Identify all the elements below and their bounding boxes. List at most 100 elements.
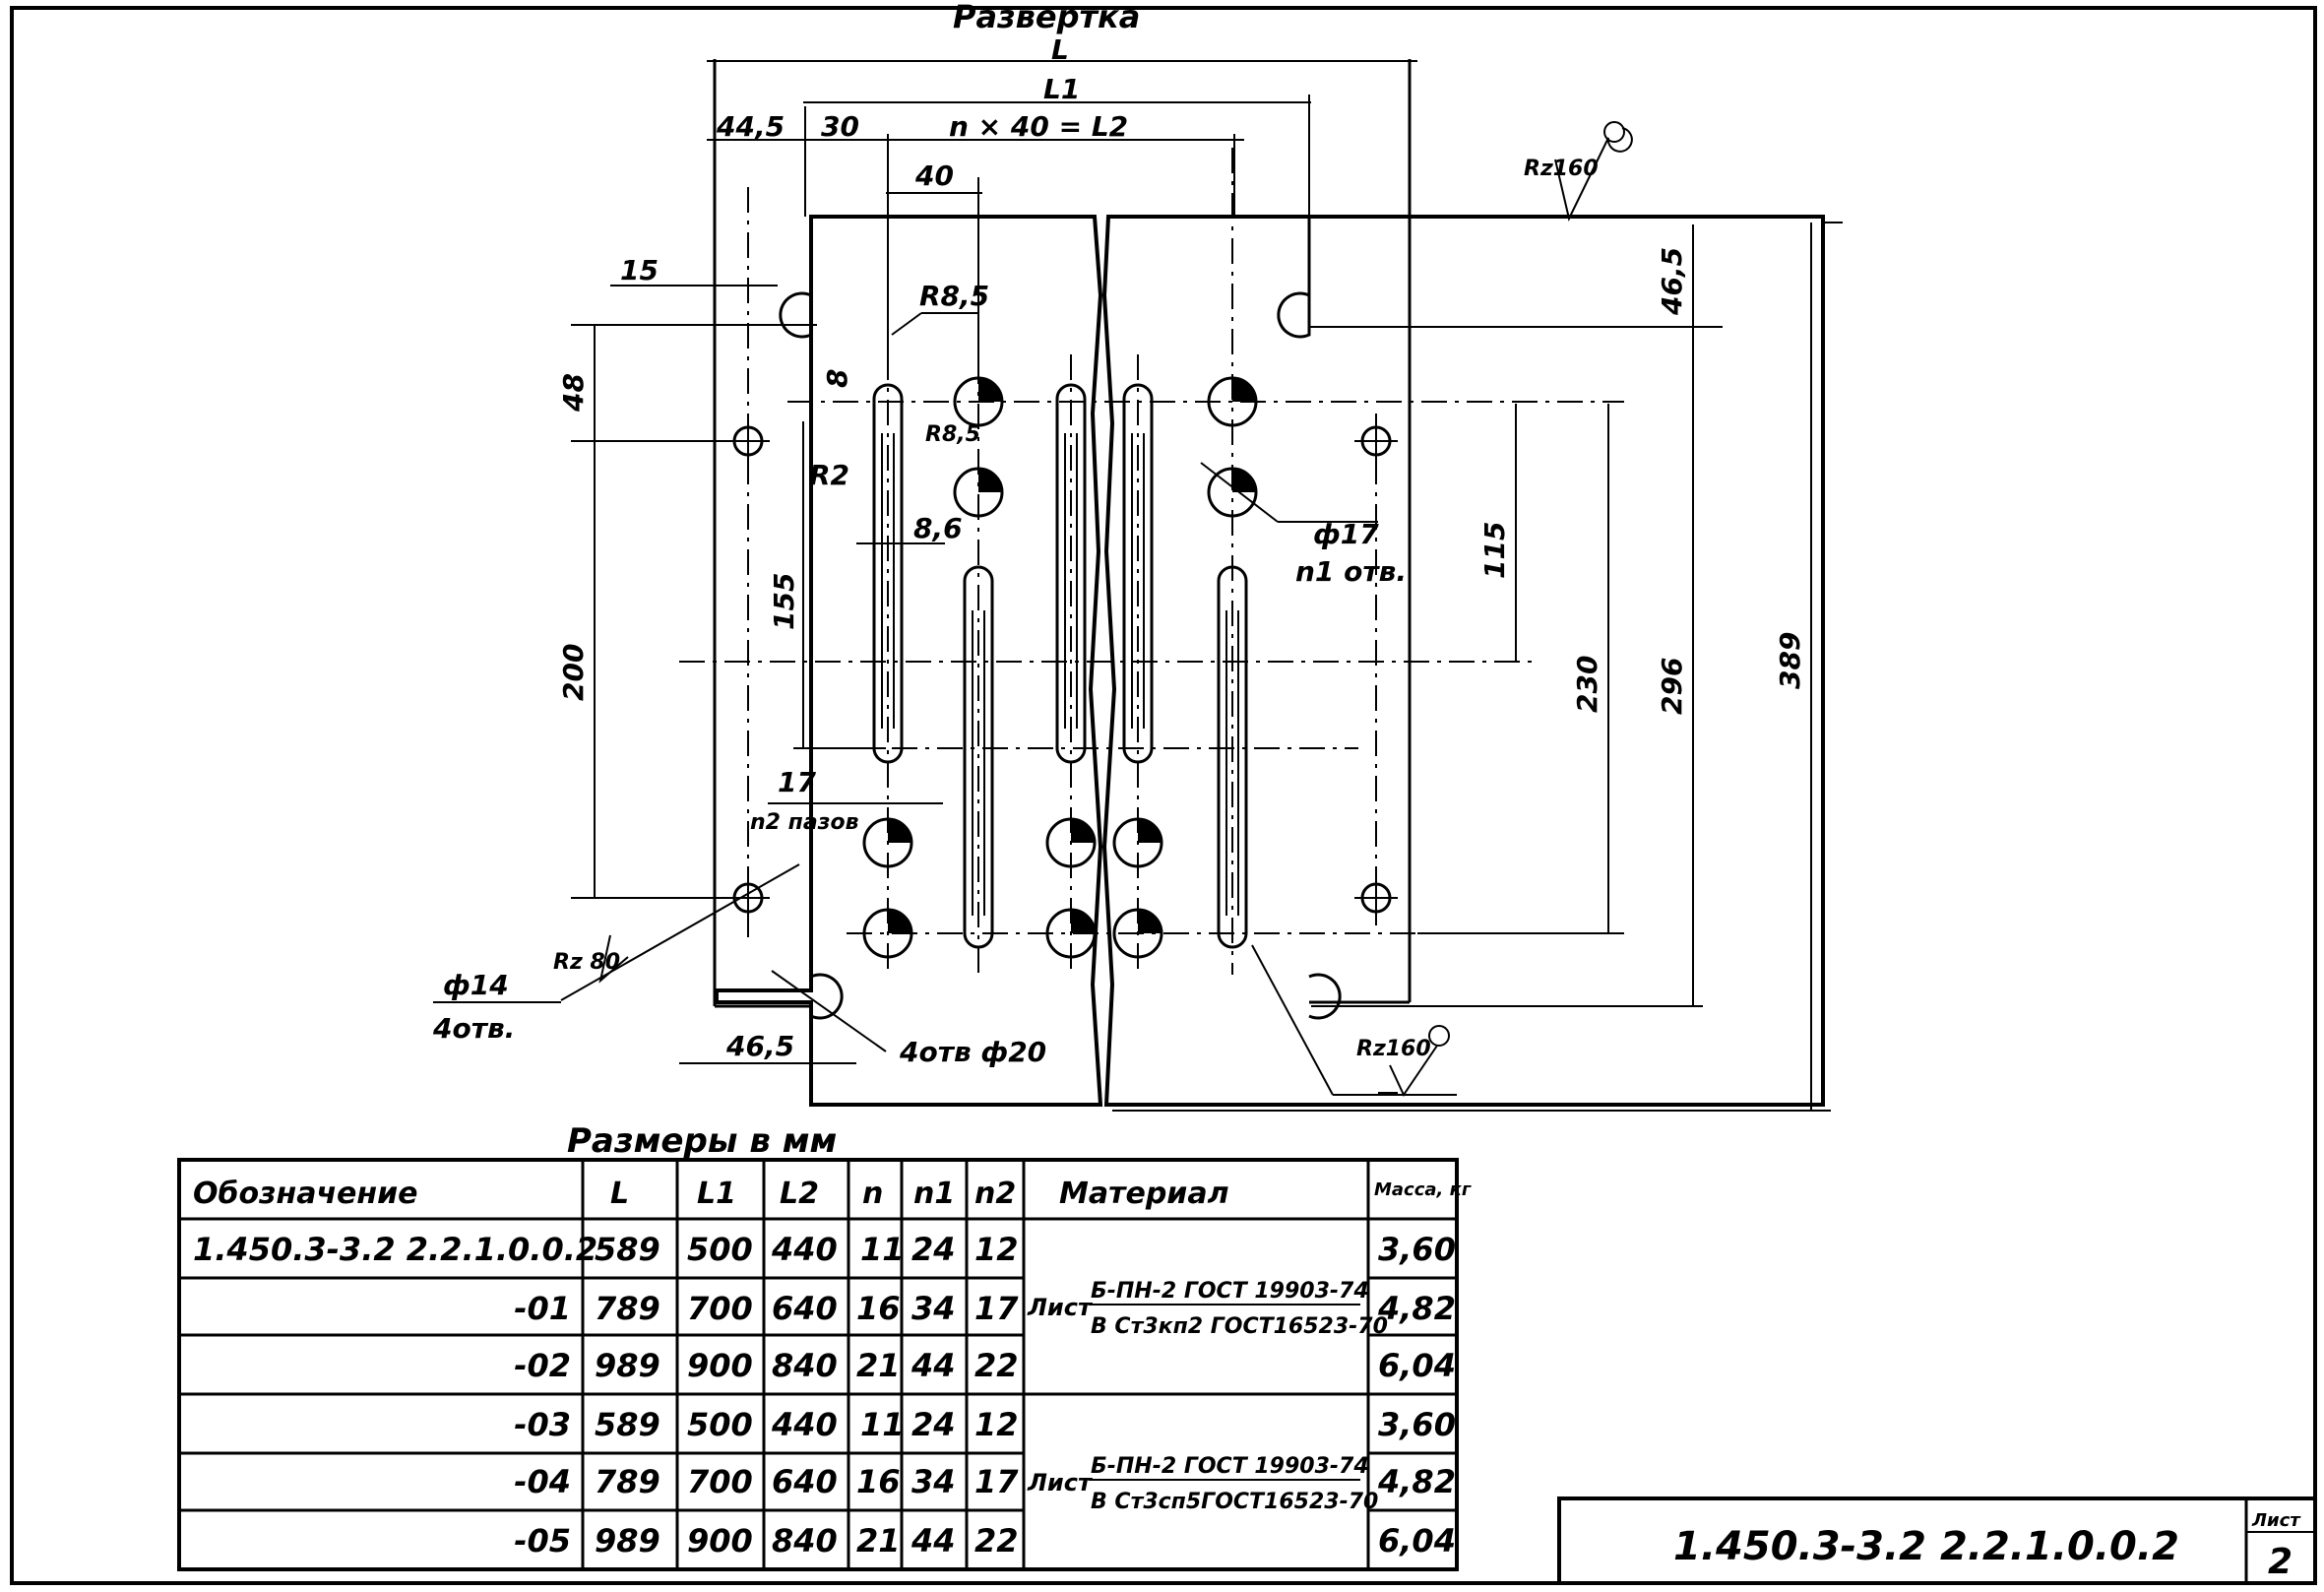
part-outline [713, 59, 1825, 1107]
header-L1: L1 [697, 1177, 736, 1211]
header-mass: Масса, кг [1374, 1179, 1472, 1200]
cell-n1: 34 [911, 1290, 956, 1327]
header-L2: L2 [780, 1177, 819, 1211]
cell-designation: -04 [514, 1463, 571, 1500]
title-block: 1.450.3-3.2 2.2.1.0.0.2 Лист 2 [1557, 1496, 2317, 1585]
dimension-lines [571, 60, 1843, 1112]
table-row: -05 989 900 840 21 44 22 6,04 [514, 1522, 1456, 1560]
cell-L1: 900 [687, 1522, 753, 1560]
cell-designation: 1.450.3-3.2 2.2.1.0.0.2 [193, 1231, 597, 1268]
dim-48: 48 [557, 373, 590, 413]
holes-phi14 [726, 419, 1398, 920]
table-row: 1.450.3-3.2 2.2.1.0.0.2 589 500 440 11 2… [193, 1231, 1456, 1268]
cell-L2: 840 [772, 1347, 838, 1384]
header-n2: n2 [974, 1177, 1016, 1211]
cell-designation: -01 [514, 1290, 571, 1327]
dim-17: 17 [778, 766, 816, 798]
cell-mass: 4,82 [1377, 1463, 1456, 1500]
dim-40: 40 [914, 159, 954, 192]
phi17-note: ф17 [1313, 518, 1379, 550]
n1-holes-note: n1 отв. [1295, 555, 1407, 588]
material-top: Б-ПН-2 ГОСТ 19903-74 [1091, 1454, 1369, 1479]
dim-nx40: n × 40 = L2 [949, 110, 1128, 143]
dim-200: 200 [557, 644, 590, 701]
dim-8: 8 [821, 369, 853, 388]
material-top: Б-ПН-2 ГОСТ 19903-74 [1091, 1279, 1369, 1304]
material-bottom: В Ст3кп2 ГОСТ16523-70 [1091, 1314, 1388, 1339]
dim-115: 115 [1478, 522, 1511, 579]
dim-389: 389 [1774, 632, 1806, 689]
dim-155: 155 [768, 573, 800, 630]
cell-L2: 440 [771, 1406, 838, 1443]
header-n1: n1 [913, 1177, 955, 1211]
cell-designation: -03 [514, 1406, 571, 1443]
cell-n2: 17 [974, 1463, 1019, 1500]
cell-n: 21 [856, 1522, 901, 1560]
material-bottom: В Ст3сп5ГОСТ16523-70 [1091, 1490, 1378, 1514]
holes4-phi20-note: 4отв ф20 [899, 1036, 1046, 1068]
cell-n2: 22 [974, 1522, 1019, 1560]
material-cell-1: Лист Б-ПН-2 ГОСТ 19903-74 В Ст3кп2 ГОСТ1… [1027, 1279, 1388, 1339]
header-n: n [862, 1177, 883, 1211]
cell-mass: 3,60 [1378, 1406, 1456, 1443]
cell-mass: 6,04 [1378, 1522, 1456, 1560]
material-prefix: Лист [1027, 1469, 1094, 1496]
cell-n1: 24 [911, 1231, 956, 1268]
cell-designation: -05 [514, 1522, 571, 1560]
table-caption: Размеры в мм [567, 1121, 837, 1161]
cell-n: 11 [860, 1231, 905, 1268]
holes4-note: 4отв. [432, 1012, 515, 1045]
dimension-texts: L L1 n × 40 = L2 44,5 30 40 15 R8,5 R8,5… [432, 33, 1806, 1068]
spec-table [177, 1158, 1459, 1571]
cell-L1: 500 [687, 1406, 753, 1443]
dim-L: L [1051, 33, 1069, 66]
holes-phi17 [862, 376, 1258, 959]
view-title: Развертка [953, 0, 1140, 35]
dim-r8-5a: R8,5 [919, 280, 989, 312]
cell-L: 589 [595, 1406, 660, 1443]
header-L: L [610, 1177, 629, 1211]
n2-slots-note: n2 пазов [750, 810, 859, 835]
cell-L: 789 [595, 1463, 660, 1500]
cell-n: 21 [856, 1347, 901, 1384]
cell-mass: 4,82 [1377, 1290, 1456, 1327]
cell-n: 16 [856, 1290, 901, 1327]
cell-L2: 840 [772, 1522, 838, 1560]
header-material: Материал [1059, 1177, 1229, 1211]
cell-L1: 900 [687, 1347, 753, 1384]
dim-230: 230 [1571, 656, 1603, 713]
cell-mass: 6,04 [1378, 1347, 1456, 1384]
slots [872, 383, 1248, 949]
dim-296: 296 [1656, 658, 1688, 715]
dim-L1: L1 [1043, 73, 1080, 105]
dim-30: 30 [821, 110, 859, 143]
table-row: -03 589 500 440 11 24 12 3,60 [514, 1406, 1456, 1443]
leader-lines [433, 121, 1633, 1098]
table-header: Обозначение L L1 L2 n n1 n2 Материал Мас… [193, 1177, 1472, 1211]
cell-n: 16 [856, 1463, 901, 1500]
cell-n: 11 [860, 1406, 905, 1443]
dim-15: 15 [620, 254, 659, 287]
rz160-top: Rz160 [1524, 157, 1599, 181]
cell-n1: 34 [911, 1463, 956, 1500]
cell-L1: 500 [687, 1231, 753, 1268]
phi14-note: ф14 [443, 969, 509, 1001]
cell-n2: 12 [974, 1406, 1019, 1443]
table-row: -02 989 900 840 21 44 22 6,04 [514, 1347, 1456, 1384]
cell-L: 989 [595, 1522, 660, 1560]
cell-n1: 44 [911, 1522, 956, 1560]
sheet-frame [10, 6, 2317, 1585]
cell-L2: 640 [772, 1290, 838, 1327]
cell-L2: 440 [771, 1231, 838, 1268]
cell-L: 789 [595, 1290, 660, 1327]
table-row: -01 789 700 640 16 34 17 4,82 [514, 1290, 1456, 1327]
header-designation: Обозначение [193, 1177, 418, 1211]
cell-L: 589 [595, 1231, 660, 1268]
rz80-note: Rz 80 [553, 950, 620, 975]
material-cell-2: Лист Б-ПН-2 ГОСТ 19903-74 В Ст3сп5ГОСТ16… [1027, 1454, 1378, 1514]
cell-L1: 700 [687, 1290, 753, 1327]
dim-46-5-right: 46,5 [1656, 247, 1688, 316]
table-rows: 1.450.3-3.2 2.2.1.0.0.2 589 500 440 11 2… [193, 1231, 1456, 1560]
cell-L1: 700 [687, 1463, 753, 1500]
